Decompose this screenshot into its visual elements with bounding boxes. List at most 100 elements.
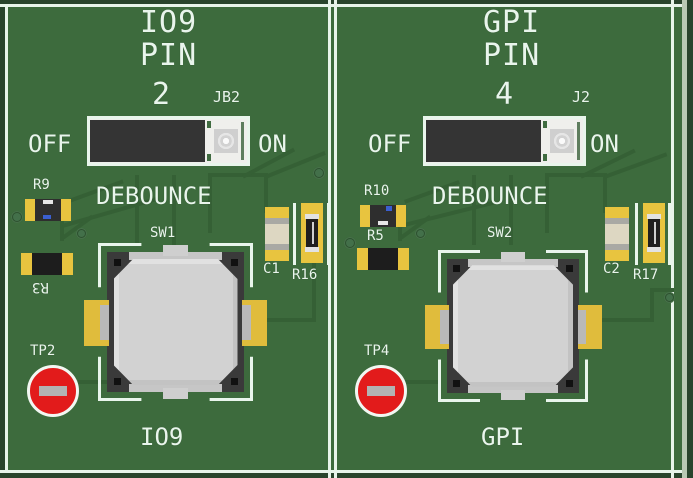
res-cap-top <box>646 213 662 220</box>
jumper-body <box>90 120 205 162</box>
component-r17 <box>643 203 665 263</box>
left-r9-ref: R9 <box>33 177 50 193</box>
trace <box>650 290 654 322</box>
jumper-pad <box>550 129 574 153</box>
switch-tab-top <box>163 244 188 256</box>
res-cap-bottom <box>646 246 662 253</box>
via <box>415 228 426 239</box>
res-cap-bottom <box>304 246 320 253</box>
via <box>664 292 675 303</box>
switch-pad-left <box>84 299 109 346</box>
left-title-pin-word: PIN <box>140 38 198 73</box>
left-jumper-on-label: ON <box>258 130 287 158</box>
trace <box>509 175 513 245</box>
right-r5-ref: R5 <box>367 228 384 244</box>
jumper-nub-top <box>207 121 211 128</box>
switch-pad-right <box>242 299 267 346</box>
silk-bar-right <box>327 203 330 265</box>
left-function-label: DEBOUNCE <box>96 182 212 210</box>
jumper-pad-area <box>211 119 241 163</box>
trace <box>78 380 110 384</box>
cap-pad-bottom <box>265 250 289 261</box>
switch-lip-bottom <box>129 383 222 392</box>
trace <box>312 258 316 320</box>
cap-band-bottom <box>605 244 629 250</box>
switch-tab-bottom <box>501 389 525 401</box>
chip-body <box>32 253 62 275</box>
right-jumper-ref: J2 <box>572 88 591 106</box>
switch-pad-left <box>424 304 449 349</box>
left-testpoint[interactable] <box>27 365 79 417</box>
right-tact-switch[interactable] <box>424 250 602 402</box>
switch-corner <box>453 379 460 387</box>
switch-lip-bottom <box>468 385 558 393</box>
trace <box>135 175 139 245</box>
switch-corner <box>230 258 238 266</box>
board-edge-bottom-dark <box>0 473 693 478</box>
left-tact-switch[interactable] <box>84 243 267 401</box>
chip-pad-right <box>396 248 409 270</box>
chip-pad-left <box>357 248 370 270</box>
right-function-label: DEBOUNCE <box>432 182 548 210</box>
trace <box>650 288 674 292</box>
switch-corner <box>113 378 121 386</box>
trace <box>472 175 476 245</box>
jumper-pad-area <box>547 119 577 163</box>
via <box>76 228 87 239</box>
component-r3 <box>21 253 73 275</box>
component-r9 <box>25 199 71 221</box>
res-cap-top <box>304 213 320 220</box>
cap-band-top <box>605 218 629 224</box>
board-edge-right-dark <box>687 0 693 478</box>
cap-band-bottom <box>265 244 289 250</box>
switch-tab-top <box>501 251 525 263</box>
left-title-pin-number: 2 <box>152 77 172 112</box>
switch-corner <box>453 265 460 273</box>
trace <box>252 318 316 322</box>
chip-pad-left <box>25 199 37 221</box>
jumper-pin <box>577 122 580 160</box>
right-title-pin-number: 4 <box>495 77 515 112</box>
jumper-nub-bottom <box>207 154 211 161</box>
right-switch-ref: SW2 <box>487 225 513 241</box>
right-jumper-switch[interactable] <box>423 116 586 166</box>
chip-pad-right <box>59 199 71 221</box>
chip-marking-top <box>385 206 393 211</box>
switch-button-top[interactable] <box>453 265 573 387</box>
board-edge-top-line <box>0 4 693 7</box>
right-jumper-on-label: ON <box>590 130 619 158</box>
component-r10 <box>360 205 406 227</box>
silk-bar-right <box>668 203 671 265</box>
right-c2-ref: C2 <box>603 261 620 277</box>
jumper-pad <box>214 129 238 153</box>
left-jumper-switch[interactable] <box>87 116 250 166</box>
switch-corner <box>113 258 121 266</box>
chip-body <box>368 248 398 270</box>
left-r16-ref: R16 <box>292 267 318 283</box>
res-marking <box>311 222 314 244</box>
component-r16 <box>301 203 323 263</box>
trace <box>590 318 654 322</box>
cap-pad-bottom <box>605 250 629 261</box>
trace <box>545 173 605 177</box>
jumper-body <box>426 120 541 162</box>
via <box>11 211 23 223</box>
board-edge-top-dark <box>0 0 693 4</box>
res-marking <box>653 222 656 244</box>
board-edge-right-line <box>671 0 674 478</box>
right-title-pin-word: PIN <box>483 38 541 73</box>
trace <box>402 380 438 384</box>
silk-bar-left <box>293 203 296 265</box>
cap-pad-top <box>265 207 289 218</box>
board-edge-bottom-line <box>0 470 693 473</box>
left-net-label: IO9 <box>140 423 184 451</box>
switch-button-top[interactable] <box>113 258 238 386</box>
right-testpoint[interactable] <box>355 365 407 417</box>
component-c2 <box>605 207 629 261</box>
left-c1-ref: C1 <box>263 261 280 277</box>
jumper-nub-bottom <box>543 154 547 161</box>
trace <box>208 175 212 233</box>
switch-silk-frame <box>98 243 253 401</box>
testpoint-bar <box>38 385 68 397</box>
